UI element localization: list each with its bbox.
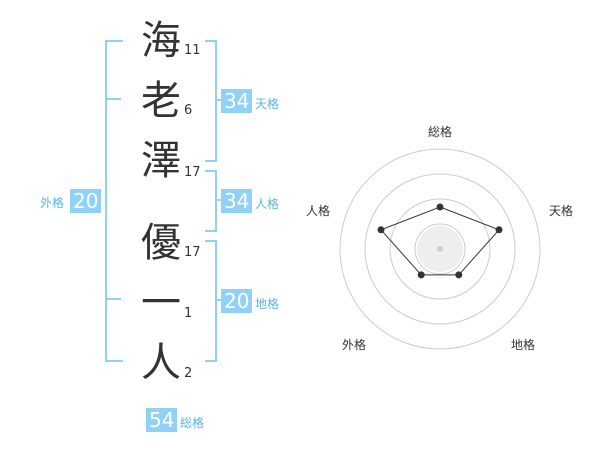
radar-point-3 [455, 271, 463, 279]
jinkaku-connector [215, 199, 222, 201]
radar-axis-label-tenkaku: 天格 [549, 204, 574, 218]
stroke-count-2: 6 [184, 103, 193, 118]
name-char-3: 澤 [141, 138, 181, 184]
radar-axis-label-chikaku: 地格 [511, 338, 536, 352]
jinkaku-value-badge: 34 [221, 189, 253, 213]
radar-ring [389, 198, 491, 300]
radar-ring [364, 173, 516, 325]
stroke-count-3: 17 [184, 165, 201, 180]
jinkaku-label: 人格 [255, 197, 280, 211]
radar-ring [339, 148, 541, 350]
tenkaku-bracket [205, 40, 217, 162]
gaikaku-bracket-tick-top [107, 98, 121, 100]
name-char-5: 一 [141, 280, 181, 326]
tenkaku-value-badge: 34 [221, 89, 253, 113]
radar-point-4 [417, 271, 425, 279]
stroke-count-5: 1 [184, 306, 193, 321]
radar-axis-label-soukaku: 総格 [428, 125, 453, 139]
radar-axis-label-gaikaku: 外格 [342, 338, 367, 352]
chikaku-value-badge: 20 [221, 289, 253, 313]
radar-polygon [380, 206, 500, 276]
chikaku-bracket [205, 240, 217, 362]
tenkaku-connector [215, 99, 222, 101]
radar-center-dot [437, 246, 443, 252]
stroke-count-1: 11 [184, 43, 201, 58]
jinkaku-bracket [205, 170, 217, 232]
radar-point-2 [495, 226, 503, 234]
name-char-2: 老 [141, 78, 181, 124]
gaikaku-label: 外格 [40, 196, 65, 210]
name-char-6: 人 [141, 340, 181, 386]
gaikaku-value-badge: 20 [70, 189, 102, 213]
radar-point-1 [436, 203, 444, 211]
chikaku-connector [215, 299, 222, 301]
name-char-1: 海 [141, 18, 181, 64]
stroke-count-4: 17 [184, 245, 201, 260]
radar-ring [414, 223, 466, 275]
gaikaku-bracket [105, 40, 123, 362]
radar-axis-label-jinkaku: 人格 [306, 204, 331, 218]
tenkaku-label: 天格 [255, 97, 280, 111]
soukaku-value-badge: 54 [146, 408, 178, 432]
chikaku-label: 地格 [255, 297, 280, 311]
soukaku-label: 総格 [180, 416, 205, 430]
name-char-4: 優 [141, 220, 181, 266]
stroke-count-6: 2 [184, 366, 193, 381]
gaikaku-bracket-tick-bottom [107, 298, 121, 300]
radar-point-5 [377, 226, 385, 234]
